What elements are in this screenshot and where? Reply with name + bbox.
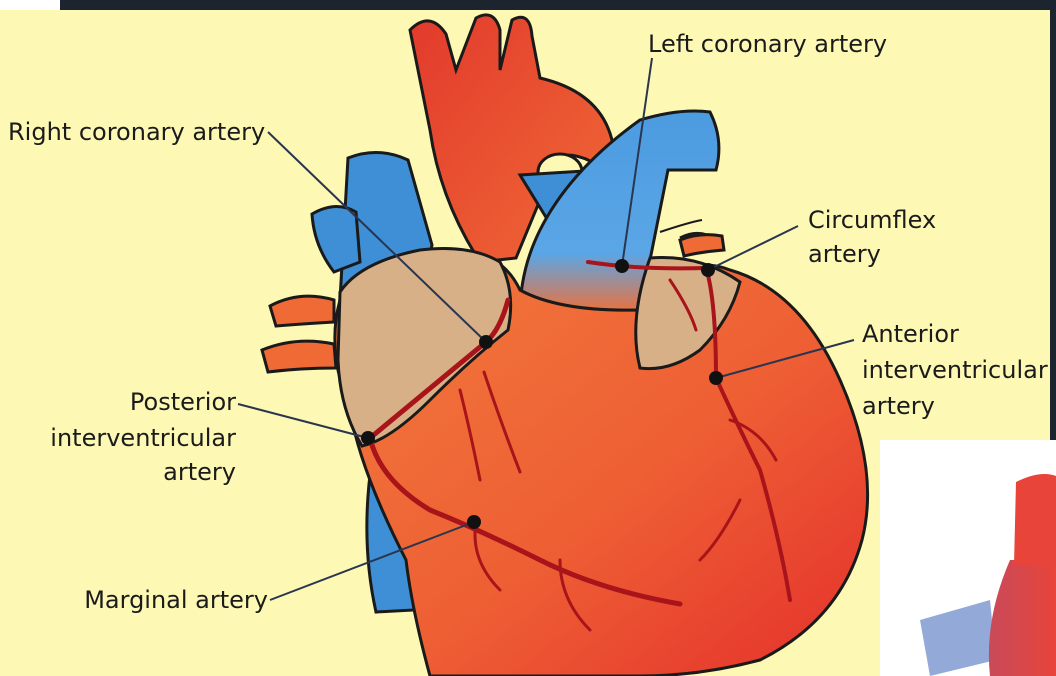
label-posterior-interventricular-line3: artery xyxy=(0,456,236,489)
top-bar xyxy=(60,0,1056,10)
label-circumflex-artery-line2: artery xyxy=(808,238,881,271)
label-marginal-artery: Marginal artery xyxy=(0,584,268,617)
corner-block xyxy=(0,0,60,10)
right-edge-panel xyxy=(1050,10,1056,440)
label-right-coronary-artery: Right coronary artery xyxy=(8,116,265,149)
label-circumflex-artery-line1: Circumflex xyxy=(808,204,936,237)
label-anterior-interventricular-line3: artery xyxy=(862,390,935,423)
label-left-coronary-artery: Left coronary artery xyxy=(648,28,887,61)
label-posterior-interventricular-line2: interventricular xyxy=(0,422,236,455)
label-posterior-interventricular-line1: Posterior xyxy=(0,386,236,419)
label-anterior-interventricular-line2: interventricular xyxy=(862,354,1048,387)
label-anterior-interventricular-line1: Anterior xyxy=(862,318,959,351)
